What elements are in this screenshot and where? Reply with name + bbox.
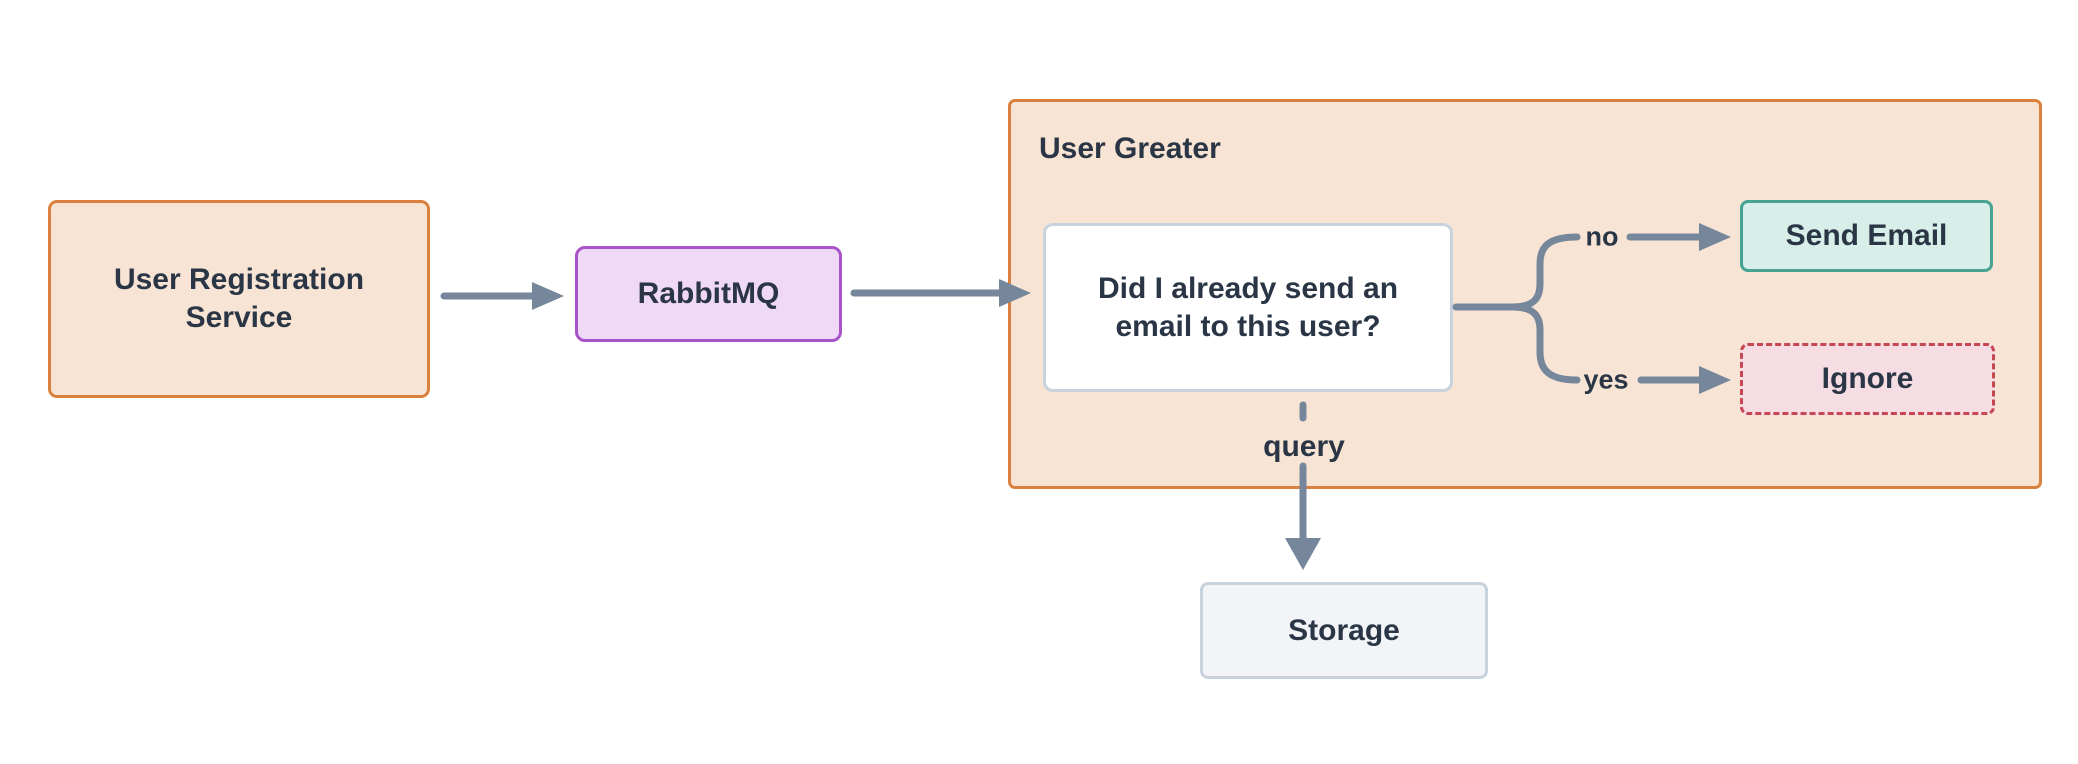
arrowhead-registration-to-rabbitmq [532,282,564,310]
node-user-registration-service[interactable]: User Registration Service [48,200,430,398]
node-rabbitmq[interactable]: RabbitMQ [575,246,842,342]
arrowhead-query-to-storage [1285,538,1321,570]
node-send-email[interactable]: Send Email [1740,200,1993,272]
node-decision-question[interactable]: Did I already send an email to this user… [1043,223,1453,392]
node-storage[interactable]: Storage [1200,582,1488,679]
node-storage-label: Storage [1288,613,1400,647]
node-user-registration-service-label: User Registration Service [113,263,365,334]
edge-label-yes: yes [1583,364,1629,395]
node-send-email-label: Send Email [1785,219,1948,252]
node-ignore[interactable]: Ignore [1740,343,1995,415]
group-user-greater-label: User Greater [1039,132,1221,165]
node-rabbitmq-label: RabbitMQ [637,277,780,310]
node-ignore-label: Ignore [1821,362,1914,395]
node-decision-question-label: Did I already send an email to this user… [1097,271,1399,343]
edge-label-no: no [1585,221,1619,252]
edge-label-query: query [1263,430,1345,463]
